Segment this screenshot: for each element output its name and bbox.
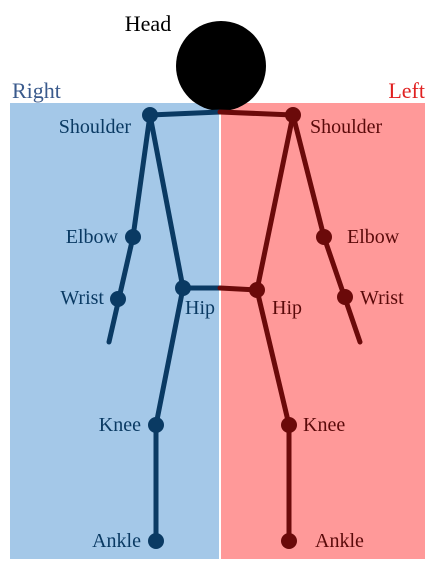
left-shoulder-joint — [285, 107, 301, 123]
right-elbow-label: Elbow — [66, 226, 119, 248]
left-elbow-label: Elbow — [347, 226, 400, 248]
head-circle — [176, 21, 266, 111]
left-ankle-joint — [281, 533, 297, 549]
right-knee-label: Knee — [99, 414, 141, 436]
right-side-title: Right — [12, 78, 61, 103]
right-knee-joint — [148, 417, 164, 433]
right-wrist-joint — [110, 291, 126, 307]
left-elbow-joint — [316, 229, 332, 245]
left-side-panel — [220, 103, 425, 559]
right-hip-joint — [175, 280, 191, 296]
right-shoulder-joint — [142, 107, 158, 123]
left-wrist-joint — [337, 289, 353, 305]
left-wrist-label: Wrist — [360, 287, 404, 309]
shoulder-bar-right — [150, 112, 220, 115]
left-hip-joint — [249, 282, 265, 298]
left-ankle-label: Ankle — [315, 530, 364, 552]
right-ankle-label: Ankle — [92, 530, 141, 552]
left-side-title: Left — [388, 78, 425, 103]
left-shoulder-label: Shoulder — [310, 116, 383, 138]
right-shoulder-label: Shoulder — [59, 116, 132, 138]
right-side-panel — [10, 103, 220, 559]
left-knee-label: Knee — [303, 414, 345, 436]
right-wrist-label: Wrist — [60, 287, 104, 309]
left-knee-joint — [281, 417, 297, 433]
right-ankle-joint — [148, 533, 164, 549]
right-hip-label: Hip — [185, 297, 215, 319]
head-label: Head — [125, 11, 171, 36]
shoulder-bar-left — [220, 112, 293, 115]
right-elbow-joint — [125, 229, 141, 245]
left-hip-label: Hip — [272, 297, 302, 319]
